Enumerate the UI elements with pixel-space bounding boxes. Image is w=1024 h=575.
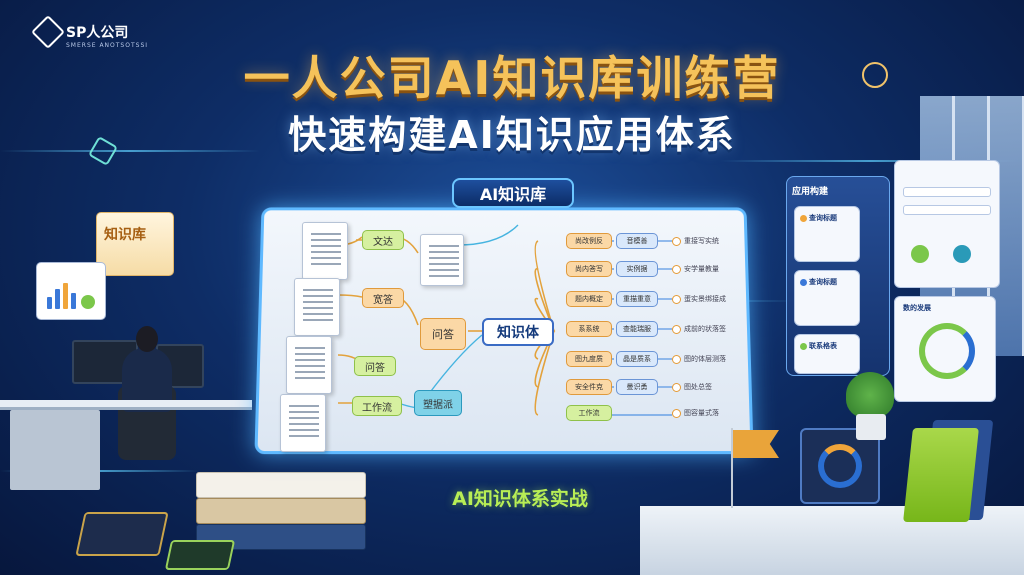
node-left: 文达 (362, 230, 404, 250)
book (196, 472, 366, 498)
tablet (800, 428, 880, 504)
gauge-card-title: 数的发展 (903, 304, 931, 312)
status-dot-icon (800, 279, 807, 286)
status-dot-icon (800, 215, 807, 222)
leaf-item: 图的体层测落 (672, 354, 726, 364)
leaf-dot-icon (672, 294, 681, 304)
leaf-dot-icon (672, 236, 681, 246)
node-left: 工作流 (352, 396, 402, 416)
flag-icon (733, 430, 779, 458)
node-right-2: 曼识勇 (616, 379, 658, 395)
app-card-title: 查询标题 (809, 278, 837, 286)
app-card-title: 查询标题 (809, 214, 837, 222)
leaf-dot-icon (672, 382, 681, 392)
app-card-title: 联系格表 (809, 342, 837, 350)
book (196, 498, 366, 524)
plant-pot (856, 414, 886, 440)
node-right-2: 晶是质系 (616, 351, 658, 367)
leaf-label: 蛋实景绑接成 (684, 295, 726, 303)
mini-bar (55, 289, 60, 309)
knowledge-card-title: 知识库 (104, 227, 146, 243)
gauge-icon (919, 323, 975, 379)
app-card: 查询标题 (794, 270, 860, 326)
leaf-label: 重接写实统 (684, 237, 719, 245)
knowledge-card (96, 212, 174, 276)
app-panel-title: 应用构建 (792, 187, 829, 197)
node-right-2: 实例据 (616, 261, 658, 277)
leaf-label: 安学量教量 (684, 265, 719, 273)
leaf-item: 图容量式落 (672, 408, 719, 418)
chip-icon (75, 512, 169, 556)
board-header: AI知识库 (452, 178, 574, 208)
sub-title: 快速构建AI知识应用体系 (288, 113, 736, 157)
logo-text: SP人公司 (66, 25, 129, 41)
node-mid: 问答 (420, 318, 466, 350)
leaf-label: 成前的状落签 (684, 325, 726, 333)
action-button[interactable] (911, 245, 929, 263)
leaf-dot-icon (672, 264, 681, 274)
app-card: 联系格表 (794, 334, 860, 374)
node-mid: 塑据派 (414, 390, 462, 416)
node-right-1: 尚改例反 (566, 233, 612, 249)
leaf-item: 重接写实统 (672, 236, 719, 246)
footer-label: AI知识体系实战 (452, 488, 588, 510)
node-right-2: 音模善 (616, 233, 658, 249)
app-card: 查询标题 (794, 206, 860, 262)
node-right-1: 题内概定 (566, 291, 612, 307)
glow-line (0, 470, 200, 472)
leaf-dot-icon (672, 324, 681, 334)
leaf-label: 图处总签 (684, 383, 712, 391)
center-node: 知识体 (482, 318, 554, 346)
doc-icon (302, 222, 348, 280)
gauge-card: 数的发展 (894, 296, 996, 402)
node-right-1: 系系统 (566, 321, 612, 337)
node-right-2: 重描重意 (616, 291, 658, 307)
text-field[interactable] (903, 205, 991, 215)
doc-icon (280, 394, 326, 452)
leaf-dot-icon (672, 354, 681, 364)
folder-icon (903, 428, 979, 522)
donut-chart-icon (818, 444, 862, 488)
status-dot-icon (800, 343, 807, 350)
mini-bar (71, 293, 76, 309)
brand-logo: SP人公司 SMERSE ANOTSOTSSI (31, 15, 147, 49)
desk-cabinet (10, 410, 100, 490)
leaf-dot-icon (672, 408, 681, 418)
leaf-item: 图处总签 (672, 382, 712, 392)
desk (0, 400, 252, 410)
flag-pole (731, 428, 733, 508)
search-input[interactable] (903, 187, 991, 197)
leaf-item: 安学量教量 (672, 264, 719, 274)
book-stack (196, 472, 366, 564)
mini-bar (63, 283, 68, 309)
node-right-1: 工作流 (566, 405, 612, 421)
main-title: 一人公司AI知识库训练营 (243, 51, 781, 105)
node-right-2: 查能瑞服 (616, 321, 658, 337)
doc-icon (286, 336, 332, 394)
leaf-item: 成前的状落签 (672, 324, 726, 334)
plant (846, 372, 894, 418)
action-button[interactable] (953, 245, 971, 263)
mini-bar (47, 297, 52, 309)
node-left: 宽答 (362, 288, 404, 308)
chip-icon (164, 540, 236, 570)
ring-icon (862, 62, 888, 88)
search-card (894, 160, 1000, 288)
node-left: 问答 (354, 356, 396, 376)
leaf-item: 蛋实景绑接成 (672, 294, 726, 304)
leaf-label: 图容量式落 (684, 409, 719, 417)
mini-bar-chart (47, 279, 97, 309)
person-head (136, 326, 158, 352)
mini-donut (81, 295, 95, 309)
glow-line (720, 160, 1020, 162)
doc-icon (294, 278, 340, 336)
glow-line (0, 150, 260, 152)
node-right-1: 尚内答写 (566, 261, 612, 277)
leaf-label: 图的体层测落 (684, 355, 726, 363)
chart-card (36, 262, 106, 320)
node-right-1: 图九度质 (566, 351, 612, 367)
doc-icon (420, 234, 464, 286)
node-right-1: 安全件克 (566, 379, 612, 395)
logo-subtitle: SMERSE ANOTSOTSSI (66, 42, 149, 49)
